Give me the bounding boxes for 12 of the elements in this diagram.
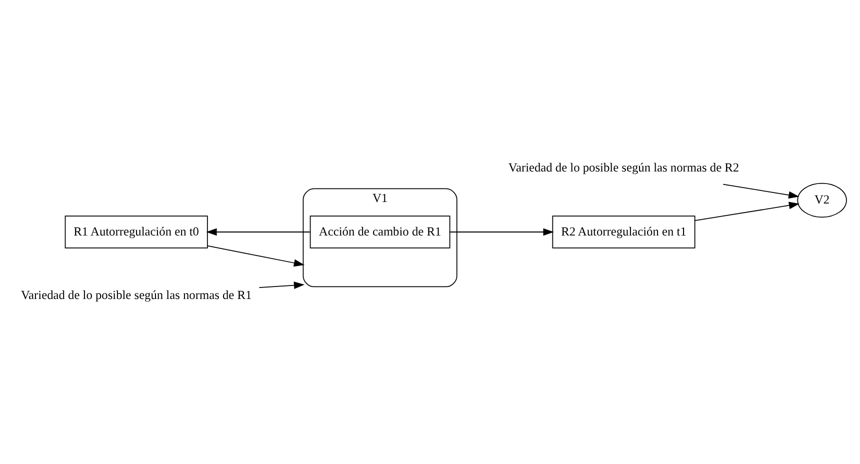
node-text: Variedad de lo posible según las normas de R1 bbox=[21, 288, 252, 302]
arrow bbox=[258, 282, 305, 289]
node-box: Acción de cambio de R1 bbox=[310, 216, 450, 248]
arrow bbox=[206, 228, 310, 236]
node-text: Variedad de lo posible según las normas de R2 bbox=[508, 160, 740, 175]
arrow bbox=[207, 245, 305, 267]
arrow bbox=[450, 228, 554, 236]
node-ellipse: V2 bbox=[797, 182, 847, 218]
arrow bbox=[722, 184, 800, 199]
arrow bbox=[694, 202, 800, 222]
node-box: R2 Autorregulación en t1 bbox=[552, 216, 696, 248]
node-box: R1 Autorregulación en t0 bbox=[64, 216, 208, 248]
